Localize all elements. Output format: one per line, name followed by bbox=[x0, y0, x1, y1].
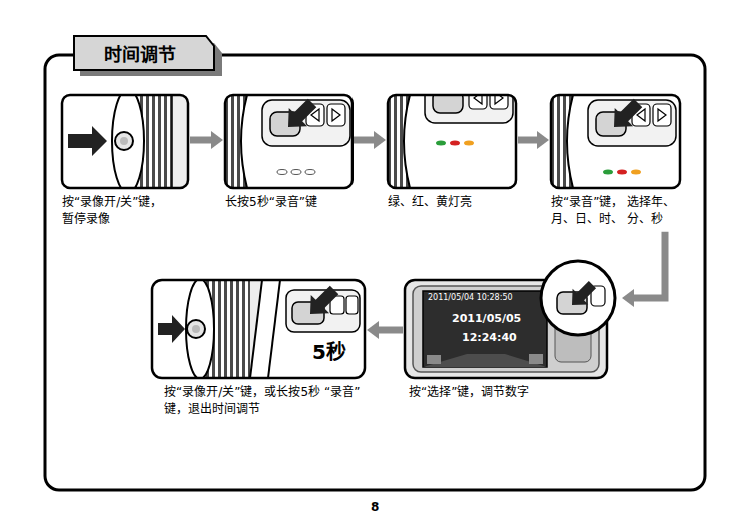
camera-led-figure bbox=[490, 95, 508, 109]
camera-dial-figure bbox=[120, 137, 128, 145]
camera-button-figure bbox=[277, 170, 287, 175]
camera-button-figure bbox=[567, 95, 680, 188]
camera-button-figure bbox=[305, 170, 315, 175]
camera-button-figure bbox=[551, 95, 680, 188]
camera-button-figure bbox=[605, 95, 647, 136]
camera-led-figure bbox=[388, 95, 516, 188]
camera-button-figure bbox=[291, 170, 301, 175]
camera-led-figure bbox=[495, 95, 503, 104]
camera-button-figure bbox=[327, 104, 345, 126]
camera-exit-figure bbox=[187, 320, 205, 338]
camera-dial-figure bbox=[62, 95, 188, 188]
camera-led-figure bbox=[425, 95, 513, 123]
camera-button-figure bbox=[225, 95, 353, 188]
panel-area bbox=[225, 95, 352, 188]
camera-exit-figure bbox=[268, 280, 280, 378]
camera-exit-figure bbox=[301, 281, 343, 323]
camera-led-figure bbox=[436, 141, 446, 146]
camera-button-figure bbox=[603, 170, 613, 175]
camera-exit-figure bbox=[186, 280, 214, 378]
page-number: 8 bbox=[371, 500, 379, 514]
step-panel: 长按5秒“录音”键 bbox=[225, 95, 352, 211]
step-panel: 绿、红、黄灯亮 bbox=[388, 95, 516, 211]
camera-exit-figure bbox=[152, 280, 365, 378]
panel-area bbox=[62, 95, 188, 188]
camera-exit-figure bbox=[301, 281, 343, 323]
camera-button-figure bbox=[225, 94, 353, 188]
step-caption: 长按5秒“录音”键 bbox=[225, 194, 352, 211]
car-screen-figure bbox=[423, 291, 547, 367]
camera-led-figure bbox=[450, 141, 460, 146]
screen-date: 2011/05/05 bbox=[452, 312, 521, 325]
camera-exit-figure bbox=[152, 279, 365, 379]
flow-arrow bbox=[354, 137, 374, 144]
camera-button-figure bbox=[279, 95, 321, 136]
step-caption: 绿、红、黄灯亮 bbox=[388, 194, 516, 211]
screen-time: 12:24:40 bbox=[462, 331, 517, 344]
camera-button-figure bbox=[279, 95, 321, 136]
flow-arrow bbox=[379, 327, 403, 334]
camera-led-figure bbox=[388, 95, 516, 188]
camera-exit-figure bbox=[158, 280, 360, 378]
camera-dial-figure bbox=[112, 95, 144, 188]
camera-led-figure bbox=[474, 95, 482, 104]
outer-frame bbox=[45, 55, 705, 490]
step-caption: 按“录像开/关”键， 暂停录像 bbox=[62, 194, 188, 229]
camera-exit-figure bbox=[346, 296, 358, 314]
camera-button-figure bbox=[653, 104, 671, 126]
car-screen-figure bbox=[423, 354, 547, 367]
camera-button-figure bbox=[332, 109, 340, 121]
step-panel: 按“录像开/关”键， 暂停录像 bbox=[62, 95, 188, 229]
car-screen-figure bbox=[564, 277, 600, 313]
camera-button-figure bbox=[241, 95, 353, 188]
title-tab bbox=[74, 36, 214, 70]
camera-button-figure bbox=[617, 170, 627, 175]
screen-timestamp: 2011/05/04 10:28:50 bbox=[428, 293, 513, 302]
page-title: 时间调节 bbox=[74, 36, 206, 70]
camera-button-figure bbox=[631, 170, 641, 175]
camera-button-figure bbox=[605, 95, 647, 136]
car-screen-figure bbox=[529, 354, 543, 364]
duration-label: 5秒 bbox=[312, 336, 346, 365]
camera-dial-figure bbox=[68, 126, 107, 156]
step-caption: 按“选择”键，调节数字 bbox=[405, 384, 620, 401]
flow-arrow bbox=[190, 137, 211, 144]
camera-exit-figure bbox=[152, 280, 365, 378]
step-caption: 按“录像开/关”键，或长按5秒 “录音”键，退出时间调节 bbox=[152, 384, 365, 419]
car-screen-figure bbox=[564, 277, 600, 313]
car-screen-figure bbox=[541, 261, 615, 335]
panel-area bbox=[551, 95, 680, 188]
car-screen-figure bbox=[427, 355, 441, 364]
camera-button-figure bbox=[658, 109, 666, 121]
camera-button-figure bbox=[551, 95, 680, 188]
step-caption: 按“录音”键， 选择年、月、日、时、 分、秒 bbox=[551, 194, 680, 229]
panel-area bbox=[388, 95, 516, 188]
flow-arrow bbox=[634, 232, 665, 298]
camera-dial-figure bbox=[62, 89, 188, 193]
car-screen-figure bbox=[405, 261, 615, 378]
camera-exit-figure bbox=[250, 280, 280, 378]
camera-exit-figure bbox=[250, 280, 262, 378]
camera-exit-figure bbox=[192, 325, 200, 333]
camera-exit-figure bbox=[158, 315, 185, 343]
camera-led-figure bbox=[469, 95, 487, 109]
camera-led-figure bbox=[464, 141, 474, 146]
camera-dial-figure bbox=[115, 132, 133, 150]
camera-dial-figure bbox=[62, 95, 188, 188]
step-panel: 按“录音”键， 选择年、月、日、时、 分、秒 bbox=[551, 95, 680, 229]
camera-button-figure bbox=[551, 94, 680, 188]
camera-led-figure bbox=[388, 81, 516, 188]
flow-arrow bbox=[518, 137, 537, 144]
camera-dial-figure bbox=[172, 95, 188, 188]
camera-led-figure bbox=[433, 95, 463, 113]
camera-button-figure bbox=[225, 95, 352, 188]
